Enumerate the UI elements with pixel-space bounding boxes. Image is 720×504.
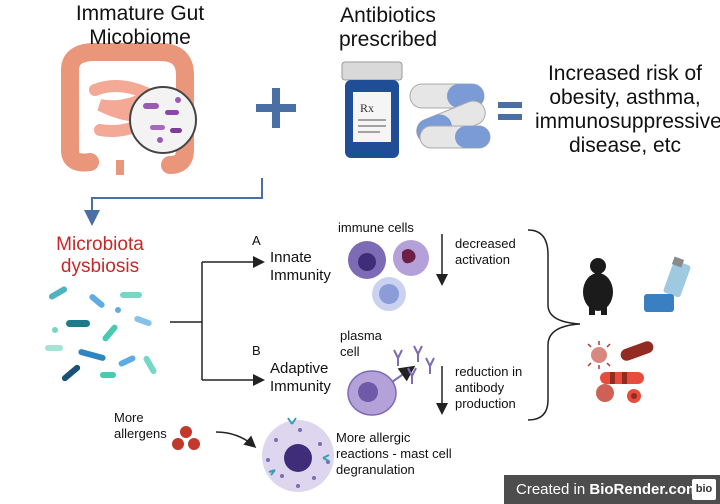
plasma-cell-label: plasma cell [340, 328, 382, 359]
branch-b-letter: B [252, 343, 261, 358]
antibody-reduction-text: reduction in antibody production [455, 364, 523, 411]
microbiome-magnifier-icon [129, 86, 197, 154]
immune-cells-label: immune cells [338, 220, 414, 235]
outcome-bracket [527, 229, 581, 421]
inhaler-icon [644, 256, 691, 312]
capsule-icon [409, 83, 491, 149]
allergen-arrow [215, 431, 257, 448]
created-in-text: Created in BioRender.com [516, 481, 700, 498]
bacteria-cluster-icon [45, 286, 157, 382]
innate-immunity-label: Innate Immunity [270, 249, 331, 284]
antibiotics-title: Antibiotics prescribed [338, 4, 438, 51]
svg-text:Rx: Rx [360, 101, 374, 115]
biorender-logo: bio [692, 479, 716, 500]
pill-bottle-icon: Rx [341, 61, 403, 158]
mast-cell-icon [262, 417, 334, 492]
decreased-activation-text: decreased activation [455, 236, 516, 267]
branch-a-letter: A [252, 233, 261, 248]
equals-sign [498, 102, 522, 120]
plasma-cell-icon [347, 345, 435, 416]
mast-cell-text: More allergic reactions - mast cell degr… [336, 430, 452, 477]
dysbiosis-title: Microbiota dysbiosis [56, 234, 144, 277]
branch-connector [170, 256, 265, 386]
connector-arrow [84, 178, 263, 226]
biorender-badge[interactable]: Created in BioRender.com bio [504, 475, 720, 504]
obesity-person-icon [583, 258, 613, 315]
intestine-icon [61, 43, 194, 175]
gut-microbiome-title: Immature Gut Micobiome [75, 2, 205, 49]
risk-result-text: Increased risk of obesity, asthma, immun… [535, 62, 720, 157]
more-allergens-label: More allergens [114, 410, 167, 441]
pathogens-icon [587, 341, 654, 403]
immune-cells-icon [348, 240, 429, 311]
adaptive-immunity-label: Adaptive Immunity [270, 360, 331, 395]
allergens-icon [172, 426, 200, 450]
plus-sign [256, 88, 296, 128]
